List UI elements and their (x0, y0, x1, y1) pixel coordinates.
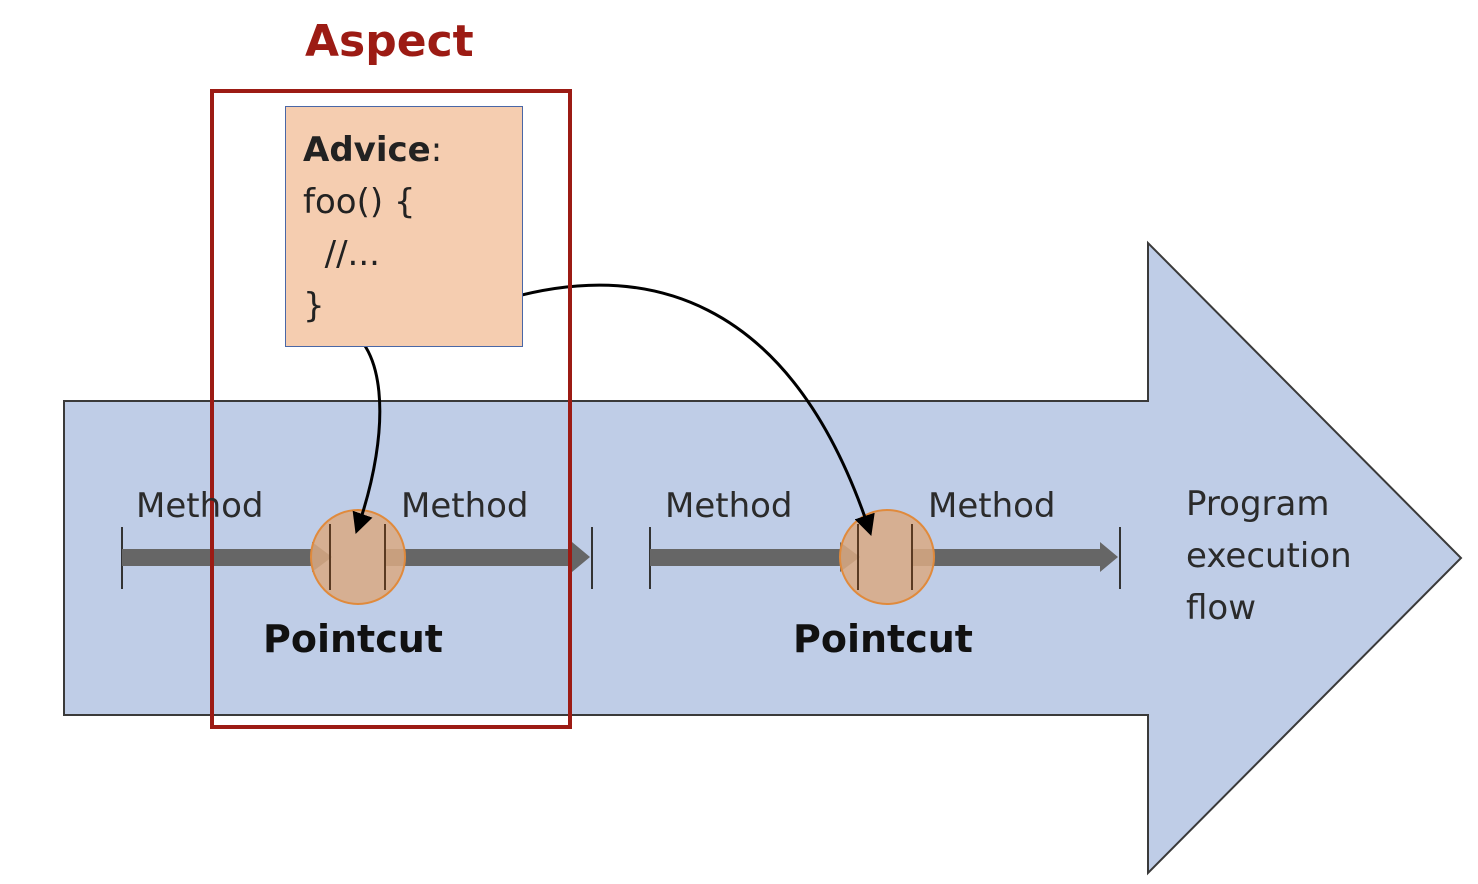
advice-colon: : (430, 130, 443, 170)
advice-box (285, 106, 523, 347)
aspect-title: Aspect (305, 16, 474, 67)
method-label-3: Method (665, 486, 793, 526)
advice-line-2: //... (303, 234, 380, 274)
aspect-outline (210, 89, 572, 729)
advice-line-1: foo() { (303, 182, 416, 222)
flow-line-2: execution (1186, 536, 1352, 576)
advice-code: Advice: foo() { //... } (303, 124, 442, 332)
join-point-2 (839, 509, 935, 605)
join-point-1 (310, 509, 406, 605)
flow-line-3: flow (1186, 588, 1257, 628)
method-label-2: Method (401, 486, 529, 526)
pointcut-label-2: Pointcut (793, 617, 973, 661)
advice-line-3: } (303, 286, 325, 326)
advice-heading: Advice (303, 130, 431, 170)
method-label-4: Method (928, 486, 1056, 526)
advice-connector-2 (502, 283, 875, 536)
method-label-1: Method (136, 486, 264, 526)
flow-label: Program execution flow (1186, 478, 1352, 634)
flow-line-1: Program (1186, 484, 1330, 524)
pointcut-label-1: Pointcut (263, 617, 443, 661)
